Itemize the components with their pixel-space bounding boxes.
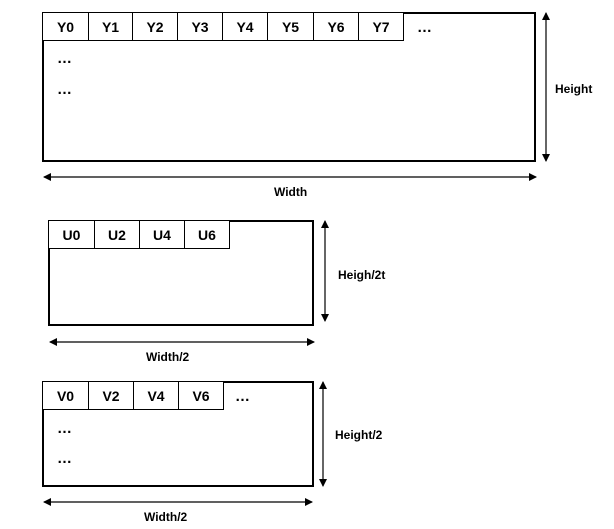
u-cell: U6 — [184, 220, 230, 249]
y-cell: Y1 — [88, 12, 133, 41]
y-cell: Y4 — [222, 12, 268, 41]
y-col-ellipsis: … — [57, 50, 73, 67]
y-cell: Y6 — [313, 12, 359, 41]
v-cell: V0 — [42, 381, 89, 410]
v-col-ellipsis: … — [57, 420, 73, 437]
u-cell: U2 — [94, 220, 140, 249]
y-cell: Y0 — [42, 12, 89, 41]
y-cell: Y7 — [358, 12, 404, 41]
u-width-label: Width/2 — [146, 350, 190, 364]
v-height-label: Height/2 — [335, 428, 383, 442]
y-cell: Y2 — [132, 12, 178, 41]
u-plane-box: U0 U2 U4 U6 — [48, 220, 314, 326]
y-cell: Y5 — [267, 12, 314, 41]
y-col-ellipsis: … — [57, 81, 73, 98]
y-width-label: Width — [274, 185, 308, 199]
v-cell: V4 — [133, 381, 179, 410]
v-col-ellipsis: … — [57, 450, 73, 467]
u-height-label: Heigh/2t — [338, 268, 386, 282]
y-plane-box: Y0 Y1 Y2 Y3 Y4 Y5 Y6 Y7 … … … — [42, 12, 536, 162]
v-row-ellipsis: … — [235, 388, 251, 405]
u-cell: U4 — [139, 220, 185, 249]
v-cell: V6 — [178, 381, 224, 410]
v-cell: V2 — [88, 381, 134, 410]
v-width-label: Width/2 — [144, 510, 188, 524]
y-cell: Y3 — [177, 12, 223, 41]
u-cell: U0 — [48, 220, 95, 249]
y-height-label: Height — [555, 82, 593, 96]
y-row-ellipsis: … — [417, 19, 433, 36]
v-plane-box: V0 V2 V4 V6 … … … — [42, 381, 314, 487]
